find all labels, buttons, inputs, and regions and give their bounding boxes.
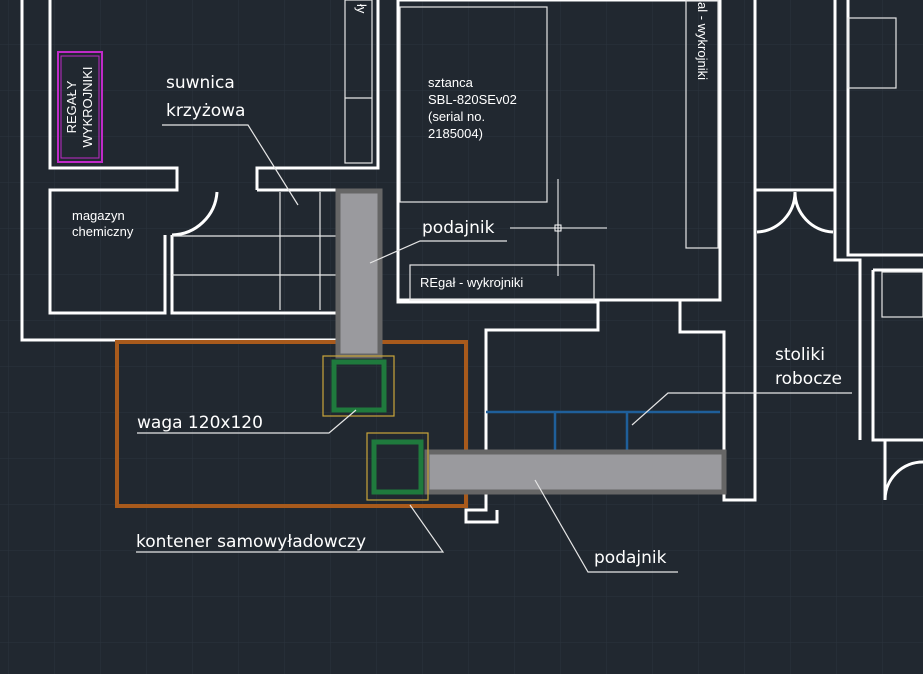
- suwnica-label-2: krzyżowa: [166, 101, 245, 121]
- regal-wykrojniki-label: REgał - wykrojniki: [420, 275, 523, 290]
- stoliki-label-1: stoliki: [775, 345, 825, 365]
- regaly-label-2: WYKROJNIKI: [80, 67, 95, 148]
- regaly-wykrojniki-rack: [57, 51, 103, 163]
- sztanca-press: [399, 6, 548, 203]
- waga-scale-1: [322, 355, 395, 417]
- stoliki-tables: [486, 410, 720, 452]
- sztanca-label-1: sztanca: [428, 75, 474, 90]
- stoliki-label-2: robocze: [775, 369, 842, 389]
- podajnik-bottom-label: podajnik: [594, 548, 667, 568]
- kontener-label: kontener samowyładowczy: [136, 532, 366, 552]
- doors: [171, 191, 834, 237]
- waga-label: waga 120x120: [137, 413, 263, 433]
- magazyn-label-1: magazyn: [72, 208, 125, 223]
- podajnik-top-label: podajnik: [422, 218, 495, 238]
- conveyor-horizontal: [424, 449, 727, 495]
- suwnica-label-1: suwnica: [166, 73, 235, 93]
- regal-wykrojniki-rack: [409, 264, 595, 301]
- top-fragment-label: ły: [354, 4, 369, 14]
- leader-lines: [136, 124, 852, 573]
- sztanca-label-2: SBL-820SEv02: [428, 92, 517, 107]
- regaly-label-1: REGAŁY: [64, 80, 79, 133]
- conveyor-vertical: [335, 188, 383, 359]
- kontener-container: [115, 340, 468, 508]
- waga-scale-2: [366, 432, 429, 501]
- sztanca-label-3: (serial no.: [428, 109, 485, 124]
- sztanca-label-4: 2185004): [428, 126, 483, 141]
- regal-vertical-label: al - wykrojniki: [695, 2, 710, 80]
- crosshair-cursor[interactable]: [510, 179, 607, 276]
- magazyn-label-2: chemiczny: [72, 224, 134, 239]
